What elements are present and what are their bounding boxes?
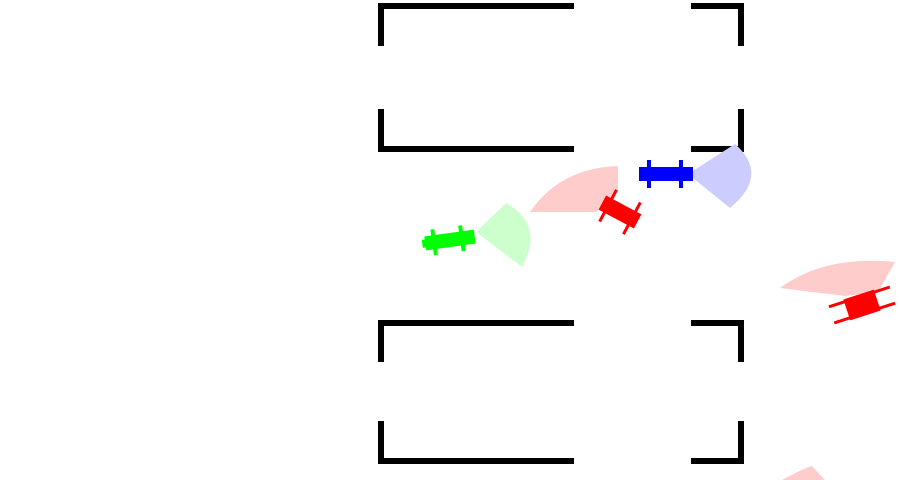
red-car-2-axle-front	[828, 285, 891, 309]
wall-upper-bottom-right	[691, 109, 744, 152]
red-car-2-sensor-cone	[780, 260, 895, 296]
blue-car-wheel-rear	[647, 160, 651, 188]
red-car-2[interactable]	[828, 285, 896, 326]
parking-block-lower	[378, 320, 744, 464]
wall-lower-bottom-right	[691, 421, 744, 464]
car-icon	[828, 285, 896, 325]
parking-block-upper	[378, 3, 744, 152]
car-icon	[421, 225, 476, 256]
green-car-wheel-rear	[430, 229, 438, 256]
blue-car-sensor-cone	[688, 144, 752, 208]
red-car-2-body	[843, 289, 881, 321]
red-car-2-axle-rear	[833, 301, 896, 325]
car-icon	[598, 189, 642, 235]
blue-car-wheel-front	[679, 160, 683, 188]
red-car-1-axle-front	[622, 201, 642, 235]
red-car-1[interactable]	[594, 187, 646, 238]
green-car[interactable]	[420, 224, 476, 257]
red-car-1-sensor-cone	[530, 166, 618, 212]
wall-lower-top-right	[691, 320, 744, 362]
wall-upper-top-right	[691, 3, 744, 46]
wall-lower-bottom-left	[378, 421, 574, 464]
green-car-bumper-rear	[421, 239, 427, 248]
red-car-1-axle-rear	[598, 189, 618, 223]
red-car-3-sensor-cone	[782, 466, 825, 480]
blue-car[interactable]	[639, 160, 693, 188]
green-car-sensor-cone	[476, 203, 531, 267]
wall-lower-top-left	[378, 320, 574, 362]
car-icon	[639, 160, 693, 188]
green-car-wheel-front-top	[458, 225, 466, 252]
wall-upper-bottom-left	[378, 109, 574, 152]
wall-upper-top-left	[378, 3, 574, 46]
